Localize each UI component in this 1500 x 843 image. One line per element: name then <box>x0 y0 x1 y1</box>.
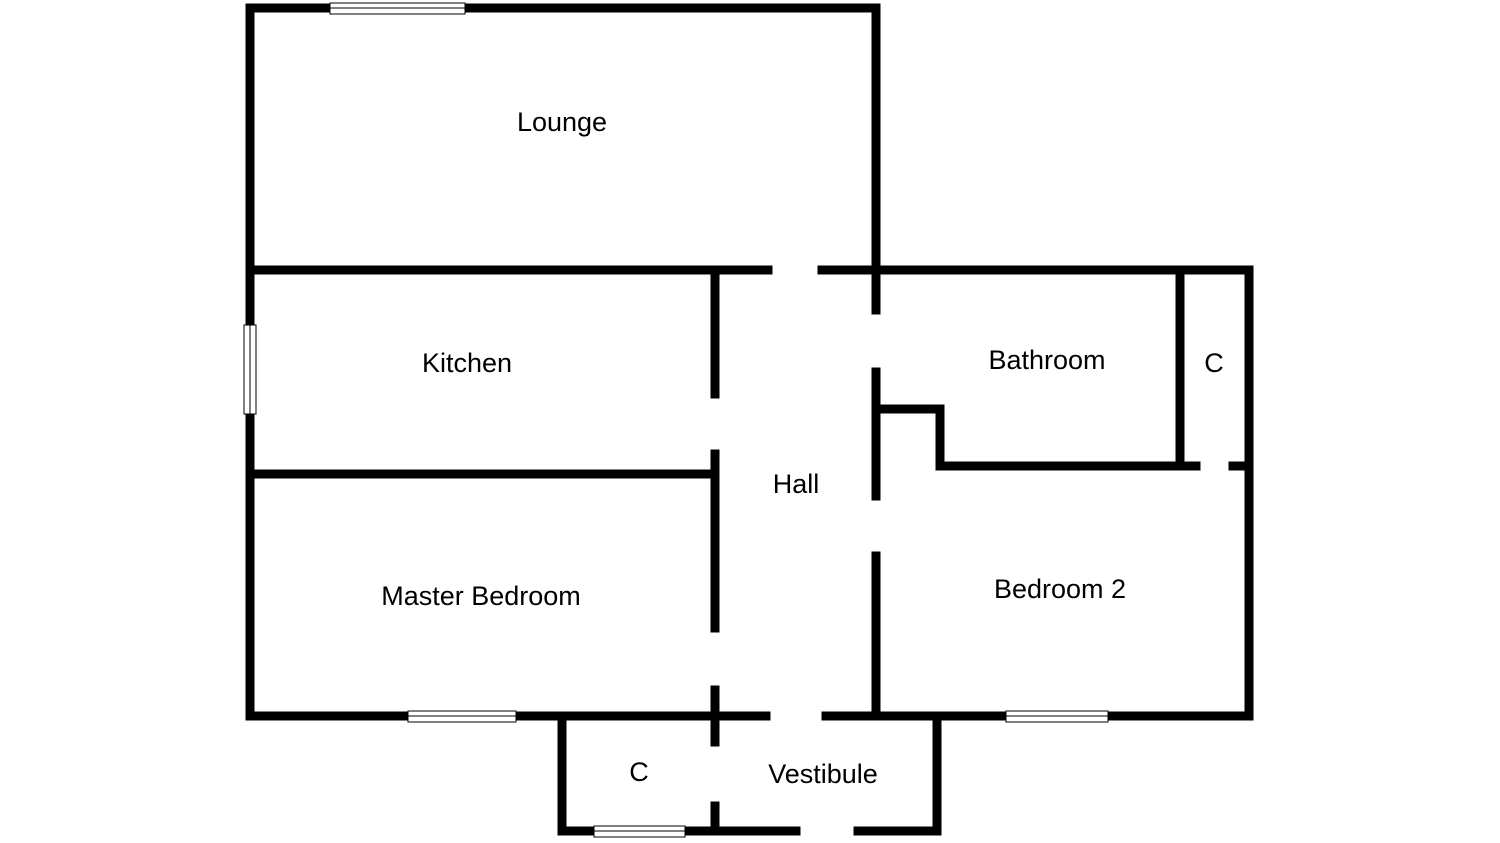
bedroom-2-window <box>1005 710 1109 723</box>
label-kitchen: Kitchen <box>422 348 512 378</box>
walls <box>245 3 1254 836</box>
cupboard-window <box>593 825 686 838</box>
master-bedroom-window <box>407 710 517 723</box>
label-lounge: Lounge <box>517 107 607 137</box>
room-labels: Lounge Kitchen Master Bedroom Hall Bathr… <box>381 107 1224 789</box>
label-cupboard-bottom: C <box>629 757 649 787</box>
label-vestibule: Vestibule <box>768 759 878 789</box>
windows <box>243 2 1109 838</box>
kitchen-window <box>243 324 257 415</box>
lounge-window <box>329 2 466 15</box>
label-bathroom: Bathroom <box>988 345 1105 375</box>
label-cupboard-right: C <box>1204 348 1224 378</box>
label-bedroom-2: Bedroom 2 <box>994 574 1126 604</box>
label-master-bedroom: Master Bedroom <box>381 581 581 611</box>
label-hall: Hall <box>773 469 820 499</box>
